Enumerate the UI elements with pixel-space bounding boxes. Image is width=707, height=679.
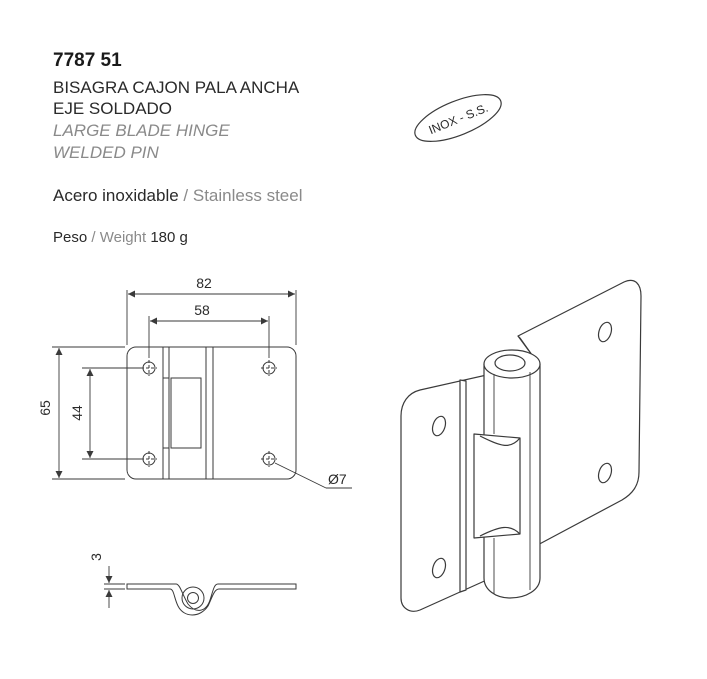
front-leaf-edge bbox=[459, 379, 467, 593]
material-en: Stainless steel bbox=[192, 186, 303, 205]
hole-bottom-left bbox=[141, 451, 157, 467]
product-name-en-line2: WELDED PIN bbox=[53, 143, 159, 162]
front-hole-top bbox=[431, 415, 447, 437]
dimension-hole-spacing-v bbox=[82, 367, 141, 460]
back-leaf-edge bbox=[517, 335, 533, 356]
weight-line: Peso / Weight 180 g bbox=[53, 229, 188, 246]
product-code: 7787 51 bbox=[53, 50, 122, 71]
front-hole-bottom bbox=[431, 557, 447, 579]
plate-outline bbox=[126, 346, 297, 480]
weight-value: 180 g bbox=[150, 229, 188, 246]
dimension-82-label: 82 bbox=[196, 275, 212, 291]
product-name-en-line1: LARGE BLADE HINGE bbox=[53, 121, 230, 140]
dimension-44-label: 44 bbox=[69, 405, 85, 421]
isometric-view bbox=[400, 279, 642, 612]
weight-separator: / bbox=[87, 229, 100, 246]
hole-top-left bbox=[141, 360, 157, 376]
weight-label-en: Weight bbox=[99, 229, 147, 246]
weight-label-es: Peso bbox=[53, 229, 88, 246]
product-name-es-line1: BISAGRA CAJON PALA ANCHA bbox=[53, 78, 300, 97]
hole-bottom-right bbox=[261, 451, 277, 467]
pin-top bbox=[494, 354, 526, 372]
barrel-cutout-inner bbox=[479, 435, 521, 446]
material-es: Acero inoxidable bbox=[53, 186, 179, 205]
front-view bbox=[126, 346, 297, 480]
side-profile-outer bbox=[126, 583, 297, 616]
inox-stamp: INOX - S.S. bbox=[414, 94, 502, 142]
material-separator: / bbox=[178, 186, 193, 205]
pin-inner bbox=[187, 592, 199, 604]
dimension-overall-height bbox=[52, 346, 125, 480]
dimension-3-label: 3 bbox=[88, 553, 104, 561]
dimension-overall-width bbox=[126, 290, 297, 345]
front-leaf bbox=[400, 371, 501, 612]
back-hole-bottom bbox=[597, 462, 613, 484]
stamp-ellipse bbox=[414, 94, 502, 142]
dimension-65-label: 65 bbox=[37, 400, 53, 416]
dimension-58-label: 58 bbox=[194, 302, 210, 318]
back-leaf bbox=[517, 279, 642, 549]
pin-outer bbox=[181, 586, 205, 610]
barrel-cutout bbox=[473, 433, 521, 539]
stamp-text: INOX - S.S. bbox=[427, 101, 490, 137]
hole-top-right bbox=[261, 360, 277, 376]
material-line: Acero inoxidable / Stainless steel bbox=[53, 186, 303, 206]
dimension-hole-spacing-h bbox=[148, 316, 270, 358]
dimension-thickness bbox=[104, 566, 125, 608]
dimension-hole-diameter bbox=[274, 462, 352, 489]
dimension-diameter-label: Ø7 bbox=[328, 471, 347, 487]
product-name-es-line2: EJE SOLDADO bbox=[53, 99, 173, 118]
barrel-cutout-inner-bottom bbox=[479, 526, 521, 537]
side-view bbox=[126, 583, 297, 616]
knuckle-cutout bbox=[170, 377, 202, 449]
back-hole-top bbox=[597, 321, 613, 343]
